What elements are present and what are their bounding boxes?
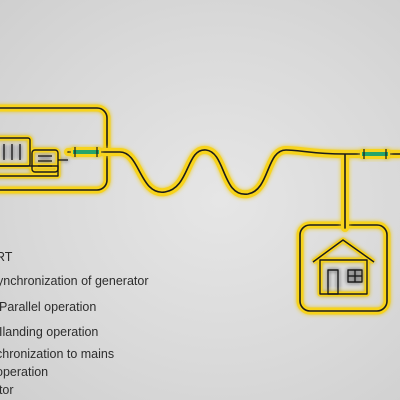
step-item: Ilanding operation [0, 325, 99, 339]
circuit-breaker-icon [71, 147, 101, 157]
step-item: Parallel operation [0, 300, 97, 314]
transmission-line [64, 145, 400, 232]
circuit-breaker-icon [360, 149, 390, 159]
step-item: ynchronization of generator [0, 274, 149, 288]
step-item: RT [0, 250, 13, 264]
generator-icon [0, 135, 68, 179]
step-item: chronization to mains [0, 347, 115, 361]
step-item: operation [0, 365, 49, 379]
house-icon [311, 237, 376, 297]
step-item: ator [0, 383, 14, 397]
